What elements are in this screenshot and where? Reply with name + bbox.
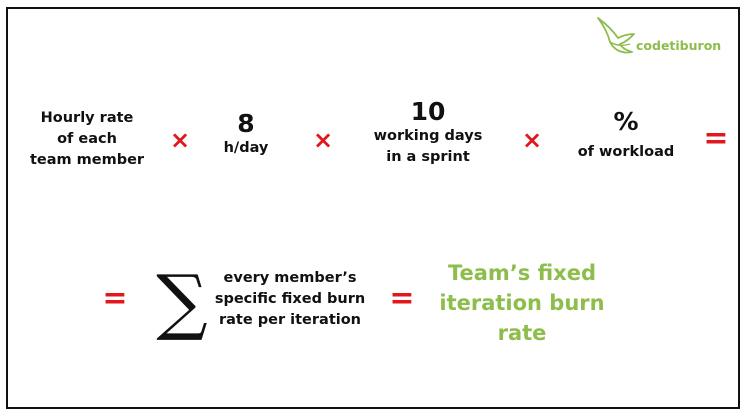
- term-hourly-rate-line3: team member: [29, 152, 145, 168]
- term-hourly-rate: Hourly rate of each team member: [28, 108, 146, 171]
- workload-label: of workload: [577, 144, 675, 160]
- result-line3: rate: [497, 321, 547, 345]
- result-line1: Team’s fixed: [447, 261, 596, 285]
- equals-operator-2: =: [102, 281, 128, 316]
- term-working-days: 10 working days in a sprint: [362, 98, 494, 168]
- term-hours-per-day: 8 h/day: [208, 110, 284, 159]
- shark-logo-icon: [597, 17, 635, 54]
- team-burn-rate-result: Team’s fixed iteration burn rate: [436, 258, 608, 348]
- hours-per-day-value: 8: [237, 109, 255, 138]
- multiply-operator-1: ×: [169, 126, 191, 154]
- sum-description: every member’s specific fixed burn rate …: [212, 268, 368, 331]
- working-days-line2: in a sprint: [386, 149, 470, 165]
- workload-percent-symbol: %: [613, 107, 639, 136]
- multiply-operator-3: ×: [521, 126, 543, 154]
- working-days-value: 10: [410, 97, 446, 126]
- equals-operator-1: =: [703, 121, 729, 156]
- working-days-line1: working days: [373, 128, 483, 144]
- multiply-operator-2: ×: [312, 126, 334, 154]
- brand-name: codetiburon: [636, 38, 722, 53]
- hours-per-day-unit: h/day: [223, 140, 269, 156]
- term-workload: % of workload: [570, 108, 682, 163]
- sum-description-line3: rate per iteration: [218, 312, 362, 328]
- term-hourly-rate-line2: of each: [57, 131, 117, 147]
- term-hourly-rate-line1: Hourly rate: [40, 110, 134, 126]
- summation-icon: ∑: [156, 259, 208, 343]
- result-line2: iteration burn: [439, 291, 605, 315]
- sum-description-line2: specific fixed burn: [214, 291, 366, 307]
- diagram-frame: [6, 7, 740, 409]
- equals-operator-3: =: [389, 281, 415, 316]
- sum-description-line1: every member’s: [223, 270, 357, 286]
